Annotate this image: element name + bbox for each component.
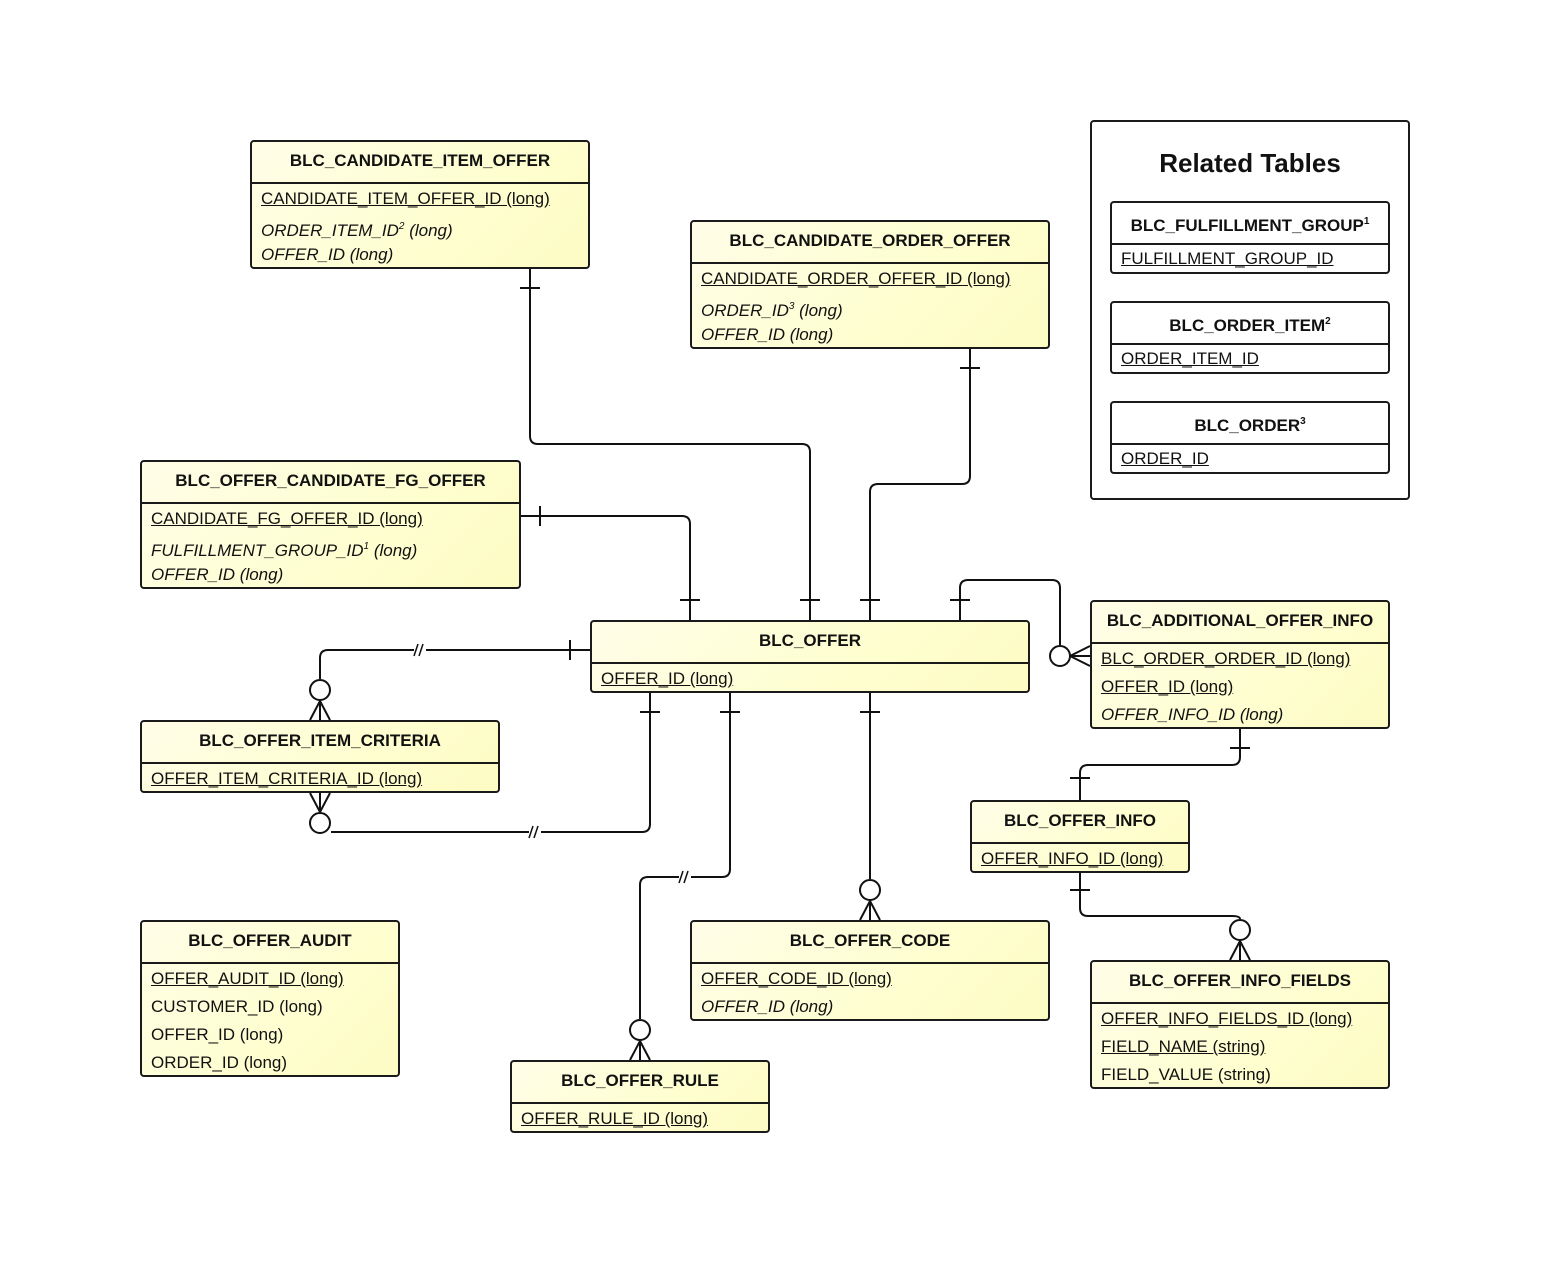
entity-title: BLC_OFFER_ITEM_CRITERIA <box>142 722 498 764</box>
zero-mark <box>859 879 881 901</box>
entity-blc-offer-candidate-fg-offer[interactable]: BLC_OFFER_CANDIDATE_FG_OFFER CANDIDATE_F… <box>140 460 521 589</box>
entity-blc-offer-info-fields[interactable]: BLC_OFFER_INFO_FIELDS OFFER_INFO_FIELDS_… <box>1090 960 1390 1089</box>
rel-candidate-order-offer <box>869 349 971 620</box>
related-table-order-item[interactable]: BLC_ORDER_ITEM2 ORDER_ITEM_ID <box>1110 301 1390 374</box>
related-tables-legend: Related Tables BLC_FULFILLMENT_GROUP1 FU… <box>1090 120 1410 500</box>
field-row: OFFER_RULE_ID (long) <box>521 1109 709 1128</box>
field-row: OFFER_ID (long) <box>1101 677 1234 696</box>
field-row: CANDIDATE_ORDER_OFFER_ID (long) <box>701 269 1011 288</box>
crow-foot <box>859 900 881 921</box>
crow-foot <box>1069 645 1091 667</box>
related-table-field: FULFILLMENT_GROUP_ID <box>1121 249 1334 268</box>
field-row: OFFER_ID (long) <box>701 997 834 1016</box>
related-table-title: BLC_ORDER3 <box>1112 403 1388 445</box>
field-row: CANDIDATE_FG_OFFER_ID (long) <box>151 509 423 528</box>
zero-mark <box>1229 919 1251 941</box>
field-row: CUSTOMER_ID (long) <box>151 997 323 1016</box>
field-row: OFFER_INFO_ID (long) <box>1101 705 1284 724</box>
field-row: OFFER_AUDIT_ID (long) <box>151 969 344 988</box>
field-row: CANDIDATE_ITEM_OFFER_ID (long) <box>261 189 550 208</box>
related-table-field: ORDER_ITEM_ID <box>1121 349 1259 368</box>
field-row: OFFER_ID (long) <box>261 245 394 264</box>
entity-title: BLC_OFFER <box>592 622 1028 664</box>
zero-mark <box>309 679 331 701</box>
line-jump-mark <box>528 825 539 839</box>
zero-mark <box>1049 645 1071 667</box>
related-table-field: ORDER_ID <box>1121 449 1209 468</box>
zero-mark <box>629 1019 651 1041</box>
related-table-title: BLC_ORDER_ITEM2 <box>1112 303 1388 345</box>
entity-blc-offer-code[interactable]: BLC_OFFER_CODE OFFER_CODE_ID (long) OFFER… <box>690 920 1050 1021</box>
entity-title: BLC_OFFER_CANDIDATE_FG_OFFER <box>142 462 519 504</box>
field-row: FIELD_NAME (string) <box>1101 1037 1266 1056</box>
rel-candidate-fg-offer <box>521 515 691 620</box>
rel-additional-offer-info <box>959 579 1061 645</box>
line-jump-mark <box>678 870 689 884</box>
entity-blc-candidate-item-offer[interactable]: BLC_CANDIDATE_ITEM_OFFER CANDIDATE_ITEM_… <box>250 140 590 269</box>
entity-title: BLC_OFFER_CODE <box>692 922 1048 964</box>
crow-foot <box>1229 940 1251 961</box>
entity-blc-candidate-order-offer[interactable]: BLC_CANDIDATE_ORDER_OFFER CANDIDATE_ORDE… <box>690 220 1050 349</box>
rel-candidate-item-offer <box>529 269 811 620</box>
entity-title: BLC_OFFER_AUDIT <box>142 922 398 964</box>
field-row: OFFER_ID (long) <box>151 565 284 584</box>
entity-title: BLC_OFFER_RULE <box>512 1062 768 1104</box>
entity-blc-offer-rule[interactable]: BLC_OFFER_RULE OFFER_RULE_ID (long) <box>510 1060 770 1133</box>
field-row: OFFER_INFO_ID (long) <box>981 849 1164 868</box>
related-table-title: BLC_FULFILLMENT_GROUP1 <box>1112 203 1388 245</box>
rel-offer-info <box>1079 729 1241 800</box>
crow-foot <box>629 1040 651 1061</box>
zero-mark <box>309 812 331 834</box>
entity-title: BLC_OFFER_INFO <box>972 802 1188 844</box>
field-row: ORDER_ID (long) <box>151 1053 288 1072</box>
entity-title: BLC_OFFER_INFO_FIELDS <box>1092 962 1388 1004</box>
field-row: BLC_ORDER_ORDER_ID (long) <box>1101 649 1351 668</box>
entity-title: BLC_CANDIDATE_ITEM_OFFER <box>252 142 588 184</box>
entity-blc-offer[interactable]: BLC_OFFER OFFER_ID (long) <box>590 620 1030 693</box>
field-row: OFFER_ITEM_CRITERIA_ID (long) <box>151 769 423 788</box>
field-row: OFFER_ID (long) <box>701 325 834 344</box>
line-jump-mark <box>413 643 424 657</box>
rel-item-criteria-bottom <box>331 693 651 833</box>
crow-foot <box>309 792 331 813</box>
legend-title: Related Tables <box>1159 148 1341 178</box>
crow-foot <box>309 700 331 721</box>
entity-blc-additional-offer-info[interactable]: BLC_ADDITIONAL_OFFER_INFO BLC_ORDER_ORDE… <box>1090 600 1390 729</box>
field-row: FIELD_VALUE (string) <box>1101 1065 1271 1084</box>
related-table-fulfillment-group[interactable]: BLC_FULFILLMENT_GROUP1 FULFILLMENT_GROUP… <box>1110 201 1390 274</box>
field-row: FULFILLMENT_GROUP_ID1 (long) <box>151 541 418 560</box>
entity-blc-offer-item-criteria[interactable]: BLC_OFFER_ITEM_CRITERIA OFFER_ITEM_CRITE… <box>140 720 500 793</box>
field-row: ORDER_ID3 (long) <box>701 301 843 320</box>
entity-title: BLC_CANDIDATE_ORDER_OFFER <box>692 222 1048 264</box>
entity-title: BLC_ADDITIONAL_OFFER_INFO <box>1092 602 1388 644</box>
field-row: OFFER_INFO_FIELDS_ID (long) <box>1101 1009 1353 1028</box>
field-row: ORDER_ITEM_ID2 (long) <box>261 221 453 240</box>
rel-item-criteria-top <box>319 649 590 679</box>
entity-blc-offer-info[interactable]: BLC_OFFER_INFO OFFER_INFO_ID (long) <box>970 800 1190 873</box>
related-table-order[interactable]: BLC_ORDER3 ORDER_ID <box>1110 401 1390 474</box>
rel-offer-info-fields <box>1079 873 1241 920</box>
field-row: OFFER_CODE_ID (long) <box>701 969 892 988</box>
field-row: OFFER_ID (long) <box>151 1025 284 1044</box>
field-row: OFFER_ID (long) <box>601 669 734 688</box>
entity-blc-offer-audit[interactable]: BLC_OFFER_AUDIT OFFER_AUDIT_ID (long) CUS… <box>140 920 400 1077</box>
